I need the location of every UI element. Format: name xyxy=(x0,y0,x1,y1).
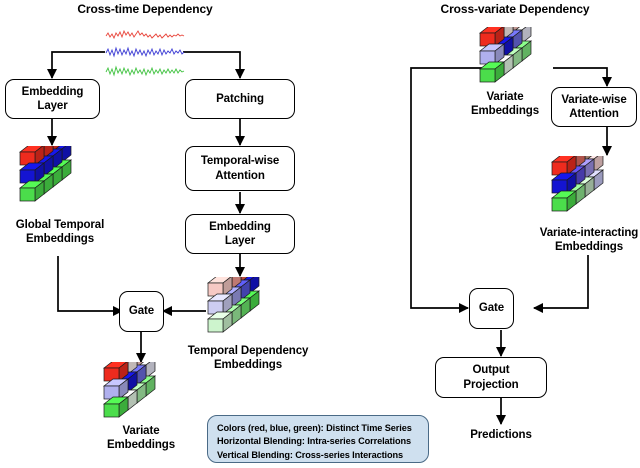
node-gate-right[interactable]: Gate xyxy=(469,288,514,329)
cubes-variate-embeddings-left xyxy=(102,339,182,430)
node-embedding-layer-2[interactable]: Embedding Layer xyxy=(185,214,295,254)
edge-variate-to-gate-left xyxy=(410,67,484,314)
cubes-global-temporal-embeddings xyxy=(18,123,98,218)
node-output-projection-label: Output Projection xyxy=(463,364,519,391)
label-predictions: Predictions xyxy=(470,429,532,441)
series-green-trace xyxy=(105,65,185,77)
edge-global-to-gate xyxy=(57,256,124,317)
edge-series-to-embedding1 xyxy=(46,51,105,80)
node-temporal-wise-attention[interactable]: Temporal-wise Attention xyxy=(185,146,295,191)
node-temporal-wise-attention-label: Temporal-wise Attention xyxy=(200,155,280,182)
cubes-variate-embeddings-right xyxy=(478,4,558,95)
node-output-projection[interactable]: Output Projection xyxy=(435,357,547,398)
node-gate-left-label: Gate xyxy=(128,305,155,318)
cubes-variate-interacting-embeddings xyxy=(550,133,632,226)
edge-vie-to-gate-right xyxy=(532,255,589,314)
label-variate-interacting-embeddings: Variate-interacting Embeddings xyxy=(539,227,639,254)
left-panel-title: Cross-time Dependency xyxy=(77,2,213,16)
node-variate-wise-attention[interactable]: Variate-wise Attention xyxy=(551,87,637,127)
cubes-temporal-dependency-embeddings xyxy=(206,254,286,349)
node-patching[interactable]: Patching xyxy=(185,79,295,119)
legend-line-1: Horizontal Blending: Intra-series Correl… xyxy=(217,436,411,447)
cubes-variate-embeddings-right-svg xyxy=(478,4,533,83)
label-variate-embeddings-right: Variate Embeddings xyxy=(470,91,539,118)
cubes-temporal-dependency-svg xyxy=(206,254,261,333)
node-gate-right-label: Gate xyxy=(478,302,505,315)
legend-line-0: Colors (red, blue, green): Distinct Time… xyxy=(217,423,412,433)
cubes-variate-embeddings-left-svg xyxy=(102,339,157,418)
edge-variate-to-attention xyxy=(553,67,613,88)
label-temporal-dependency-embeddings: Temporal Dependency Embeddings xyxy=(187,345,309,372)
node-embedding-layer-2-label: Embedding Layer xyxy=(209,220,271,247)
legend-box: Colors (red, blue, green): Distinct Time… xyxy=(207,415,429,463)
time-series-svg xyxy=(105,29,185,77)
node-gate-left[interactable]: Gate xyxy=(119,291,164,332)
cubes-global-temporal-svg xyxy=(18,123,73,202)
node-patching-label: Patching xyxy=(216,92,264,105)
series-blue-trace xyxy=(105,46,185,58)
node-embedding-layer-1[interactable]: Embedding Layer xyxy=(5,79,100,119)
node-variate-wise-attention-label: Variate-wise Attention xyxy=(561,93,627,120)
time-series-group xyxy=(104,28,186,78)
label-variate-embeddings-left: Variate Embeddings xyxy=(106,425,175,452)
cubes-variate-interacting-svg xyxy=(550,133,605,212)
series-red-trace xyxy=(105,29,185,40)
legend-line-2: Vertical Blending: Cross-series Interact… xyxy=(217,449,404,460)
edge-series-to-patching xyxy=(183,51,246,80)
right-panel-title: Cross-variate Dependency xyxy=(440,2,590,16)
node-embedding-layer-1-label: Embedding Layer xyxy=(21,85,84,112)
label-global-temporal-embeddings: Global Temporal Embeddings xyxy=(15,219,105,246)
